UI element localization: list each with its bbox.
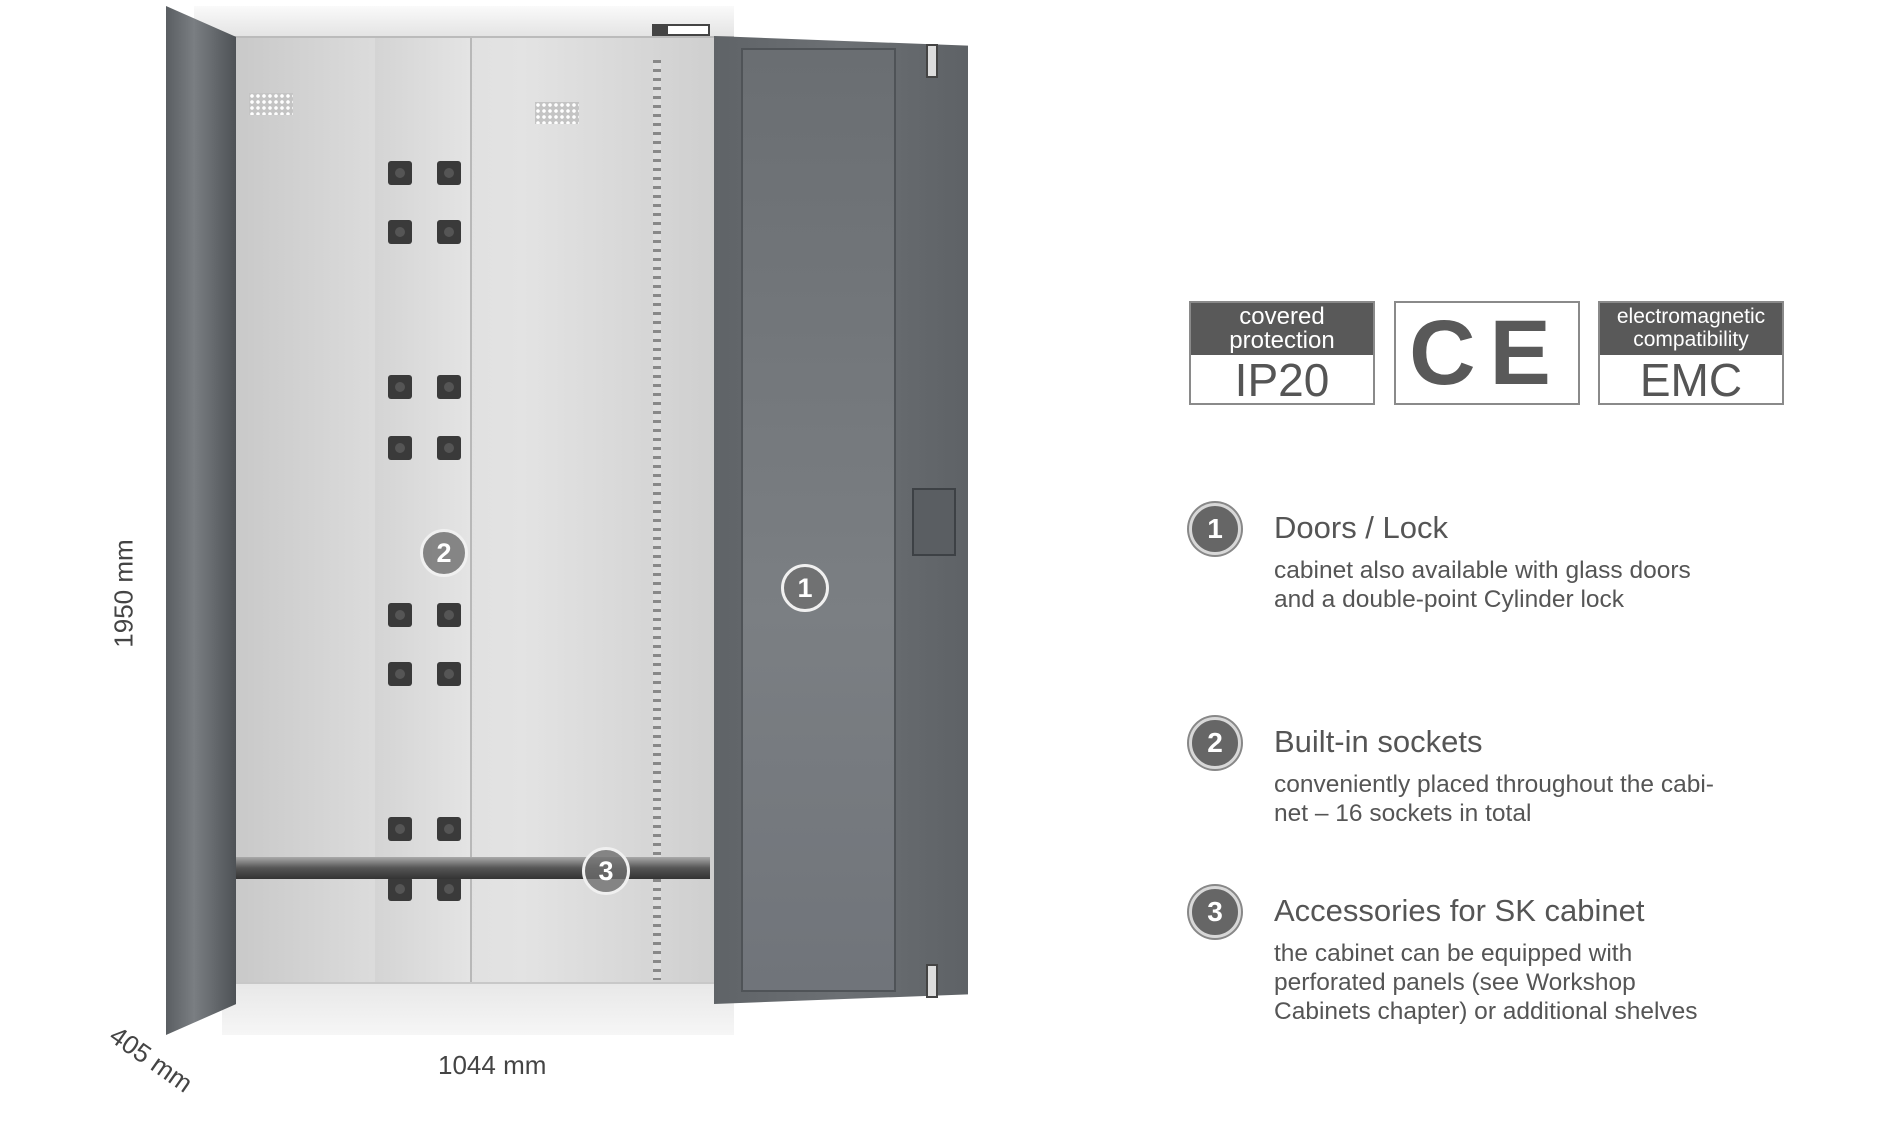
width-dimension: 1044 mm [438,1050,547,1080]
label-plate [652,24,710,36]
ce-mark-icon: CE [1409,302,1565,404]
feature-title: Built-in sockets [1274,724,1483,759]
socket-icon [388,436,412,460]
feature-description-line: and a double-point Cylinder lock [1274,586,1625,613]
feature-description-line: Cabinets chapter) or additional shelves [1274,998,1698,1025]
badge-header: covered protection [1191,303,1373,355]
left-door [166,6,236,1035]
ce-badge: CE [1394,301,1580,405]
feature-description-line: net – 16 sockets in total [1274,800,1532,827]
emc-badge: electromagnetic compatibility EMC [1598,301,1784,405]
feature-description-line: conveniently placed throughout the cabi- [1274,771,1714,798]
ip20-badge: covered protection IP20 [1189,301,1375,405]
feature-description-line: perforated panels (see Workshop [1274,969,1636,996]
perforated-rail [653,60,661,980]
feature-number-icon: 1 [1189,503,1241,555]
callout-3: 3 [582,847,630,895]
feature-description-line: the cabinet can be equipped with [1274,940,1633,967]
cabinet-interior [236,38,714,982]
callout-1: 1 [781,564,829,612]
feature-title: Accessories for SK cabinet [1274,893,1645,928]
feature-number-icon: 2 [1189,717,1241,769]
badge-value: IP20 [1234,354,1330,406]
depth-dimension: 405 mm [104,1019,199,1099]
socket-icon [388,375,412,399]
vent-right [535,102,579,124]
socket-icon [437,220,461,244]
badge-value: EMC [1639,354,1743,406]
socket-icon [388,877,412,901]
socket-icon [437,603,461,627]
feature-number-icon: 3 [1189,886,1241,938]
socket-icon [437,817,461,841]
socket-icon [388,220,412,244]
socket-icon [437,375,461,399]
badge-header: electromagnetic compatibility [1600,303,1782,355]
shelf [236,857,710,879]
cabinet-top [194,6,734,38]
vent-left [249,93,293,115]
socket-icon [388,662,412,686]
door-lock [912,488,956,556]
cabinet-base [222,982,734,1035]
socket-icon [437,662,461,686]
socket-icon [437,436,461,460]
door-panel [741,48,896,992]
hinge-bottom [926,964,938,998]
hinge-top [926,44,938,78]
socket-icon [388,161,412,185]
socket-icon [388,603,412,627]
callout-2: 2 [420,529,468,577]
feature-description-line: cabinet also available with glass doors [1274,557,1691,584]
height-dimension: 1950 mm [108,539,139,648]
socket-icon [437,877,461,901]
socket-icon [388,817,412,841]
feature-title: Doors / Lock [1274,510,1449,545]
socket-icon [437,161,461,185]
